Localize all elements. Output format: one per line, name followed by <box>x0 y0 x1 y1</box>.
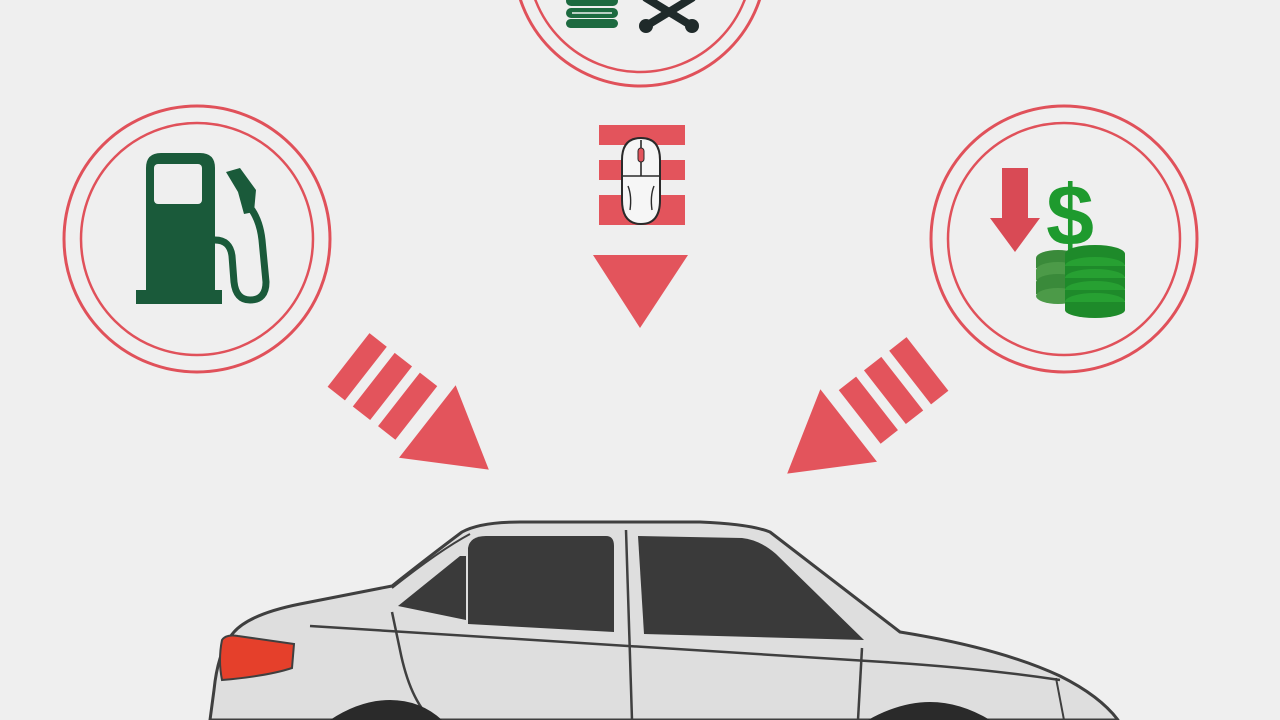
arrow-stripe <box>889 337 949 405</box>
fuel-outer-ring <box>62 104 332 374</box>
savings-to-car-arrow <box>787 337 949 474</box>
wrench-icon <box>639 0 699 33</box>
fuel-inner-ring <box>79 121 315 357</box>
middle-window <box>468 536 614 632</box>
computer-mouse-icon <box>621 136 661 226</box>
fuel-node <box>62 104 332 374</box>
arrow-stripe <box>838 376 898 444</box>
savings-inner-ring <box>946 121 1182 357</box>
arrow-stripe <box>863 356 924 425</box>
arrow-head <box>787 389 877 474</box>
arrow-head <box>593 255 688 328</box>
maintenance-node <box>518 0 762 88</box>
sedan-car-icon <box>208 520 1120 720</box>
savings-outer-ring <box>929 104 1199 374</box>
fuel-to-car-arrow <box>327 333 489 470</box>
down-arrow-icon <box>990 168 1040 252</box>
coin-stack-icon <box>1036 245 1125 318</box>
fuel-pump-icon <box>136 153 270 304</box>
arrow-stripe <box>378 372 438 440</box>
tail-light <box>219 634 296 682</box>
front-window <box>638 536 864 640</box>
arrow-stripe <box>352 352 413 421</box>
savings-node: $ <box>929 104 1199 374</box>
coins-icon <box>566 0 618 28</box>
arrow-stripe <box>599 125 685 145</box>
maintenance-inner-ring <box>534 0 746 74</box>
maintenance-outer-ring <box>518 0 762 88</box>
arrow-stripe <box>327 333 387 401</box>
rear-window <box>398 556 466 620</box>
center-down-arrow <box>593 125 688 328</box>
arrow-head <box>399 385 489 470</box>
